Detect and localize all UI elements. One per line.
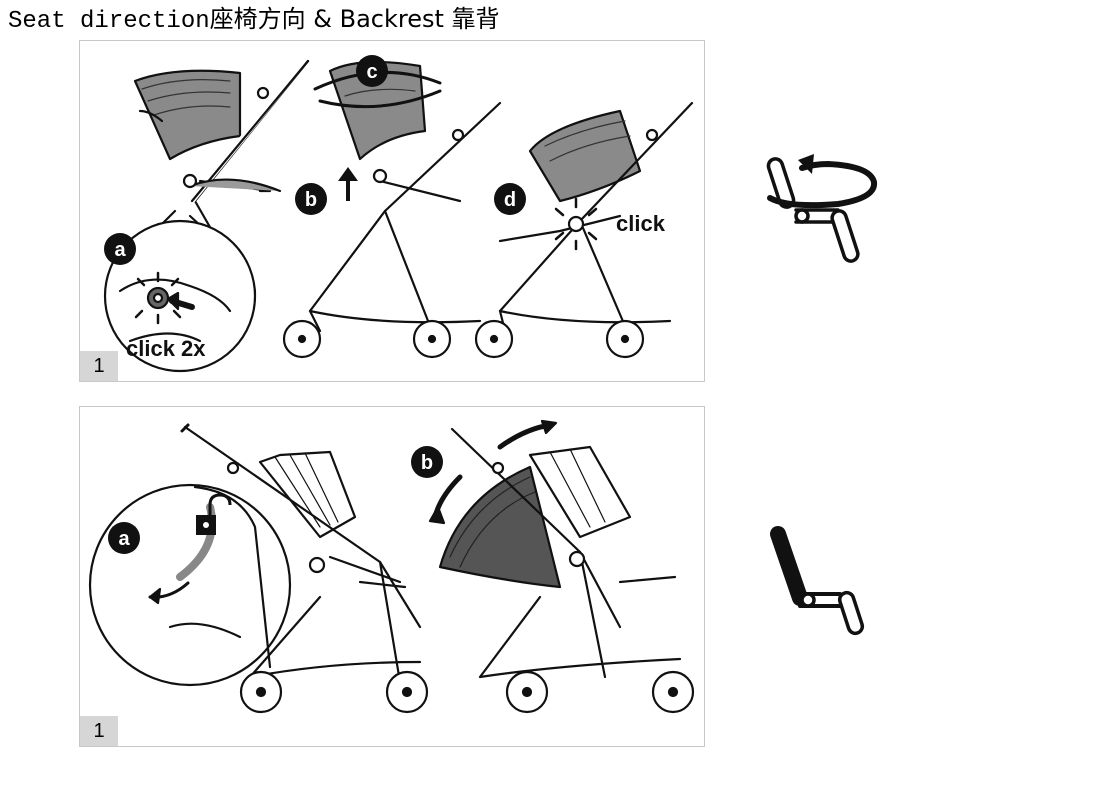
callout-b: b bbox=[411, 446, 443, 478]
stroller-seat-direction-drawing: a b c d click 2x click bbox=[103, 55, 694, 373]
unlock-padlock-icon bbox=[196, 493, 232, 535]
backrest-recline-icon bbox=[758, 520, 888, 645]
callout-a-letter: a bbox=[114, 239, 126, 261]
stroller-3 bbox=[474, 101, 694, 359]
zoom-detail-a bbox=[103, 219, 257, 373]
stroller-2 bbox=[282, 60, 502, 359]
title-backrest: Backrest 靠背 bbox=[339, 5, 500, 33]
page-title: Seat direction座椅方向 & Backrest 靠背 bbox=[8, 4, 500, 37]
callout-a: a bbox=[104, 233, 136, 265]
title-seat-direction: Seat direction bbox=[8, 8, 210, 35]
seat-direction-illustration: a b c d click 2x click 1 bbox=[79, 40, 705, 382]
up-arrow-icon bbox=[338, 167, 358, 201]
callout-b-letter: b bbox=[305, 189, 317, 211]
backrest-illustration: a b 1 bbox=[79, 406, 705, 747]
callout-c-letter: c bbox=[366, 61, 377, 83]
step-number: 1 bbox=[80, 716, 118, 746]
step-number: 1 bbox=[80, 351, 118, 381]
callout-c: c bbox=[356, 55, 388, 87]
callout-d-letter: d bbox=[504, 189, 516, 211]
click-2x-label: click 2x bbox=[126, 336, 206, 361]
callout-b-letter: b bbox=[421, 452, 433, 474]
title-seat-direction-cn: 座椅方向 & bbox=[209, 5, 340, 33]
callout-b: b bbox=[295, 167, 358, 215]
stroller-backrest-drawing: a b bbox=[88, 419, 695, 714]
callout-d: d bbox=[494, 183, 526, 215]
rotate-seat-icon bbox=[758, 150, 888, 275]
click-label: click bbox=[616, 211, 666, 236]
stroller-left bbox=[180, 423, 429, 714]
callout-a-letter: a bbox=[118, 528, 130, 550]
zoom-detail-a bbox=[88, 483, 292, 687]
callout-a: a bbox=[108, 522, 140, 554]
stroller-right bbox=[428, 419, 695, 714]
